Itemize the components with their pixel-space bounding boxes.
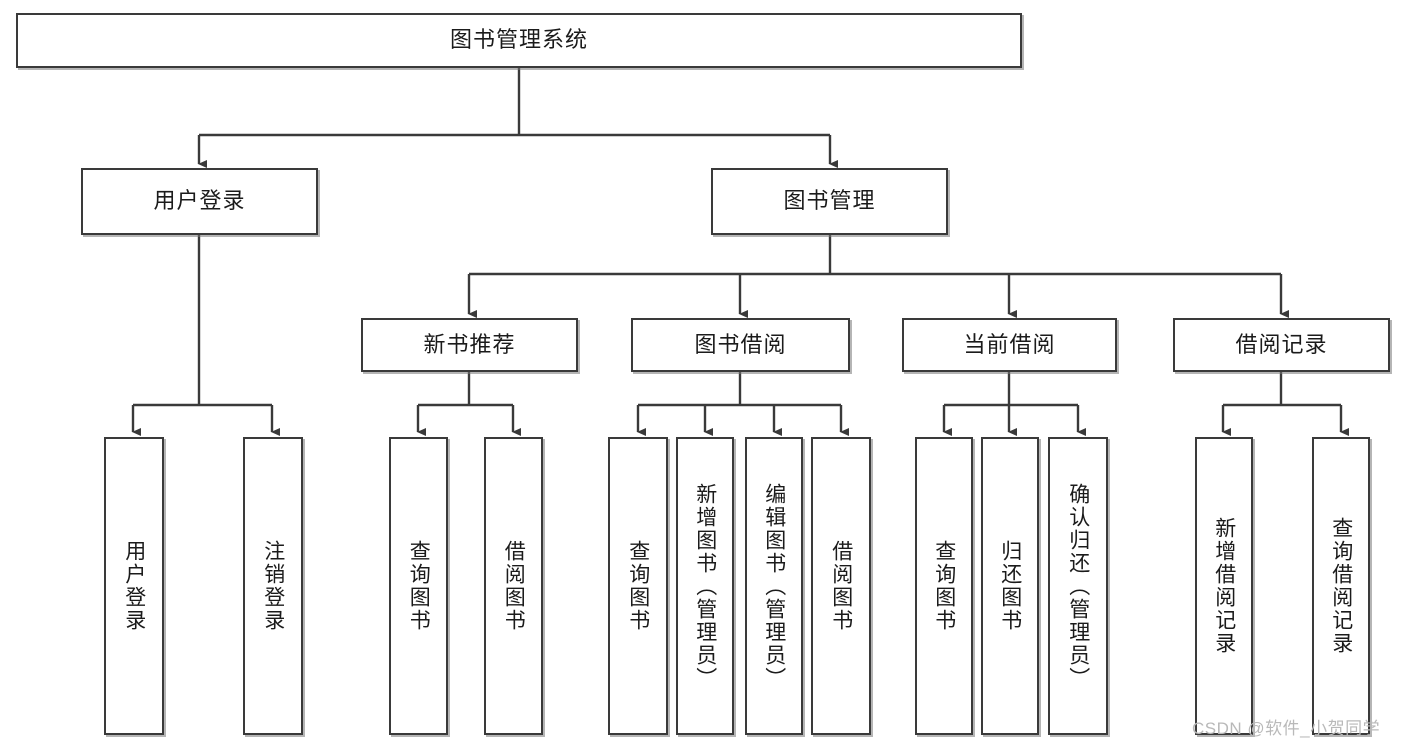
leaf-label: 查询借阅记录 — [1329, 517, 1353, 655]
leaf-label: 用户登录 — [122, 540, 146, 632]
node-new-book-recommend-label: 新书推荐 — [423, 331, 516, 357]
node-book-borrow[interactable]: 图书借阅 — [631, 318, 850, 372]
leaf-current-query-book[interactable]: 查询图书 — [915, 437, 973, 735]
leaf-label: 注销登录 — [261, 540, 285, 632]
leaf-label: 借阅图书 — [829, 540, 853, 632]
leaf-record-query-record[interactable]: 查询借阅记录 — [1312, 437, 1370, 735]
leaf-label: 查询图书 — [626, 540, 650, 632]
node-user-login-label: 用户登录 — [153, 188, 246, 214]
leaf-current-return-book[interactable]: 归还图书 — [981, 437, 1039, 735]
leaf-borrow-borrow-book[interactable]: 借阅图书 — [811, 437, 871, 735]
leaf-label: 确认归还（管理员） — [1066, 482, 1090, 690]
leaf-label: 查询图书 — [407, 540, 431, 632]
node-root[interactable]: 图书管理系统 — [16, 13, 1022, 68]
leaf-recommend-query-book[interactable]: 查询图书 — [389, 437, 448, 735]
leaf-label: 编辑图书（管理员） — [762, 482, 786, 690]
leaf-borrow-edit-book[interactable]: 编辑图书（管理员） — [745, 437, 803, 735]
node-borrow-record-label: 借阅记录 — [1235, 331, 1328, 357]
node-root-label: 图书管理系统 — [449, 27, 588, 53]
node-borrow-record[interactable]: 借阅记录 — [1173, 318, 1390, 372]
csdn-watermark: CSDN @软件_小贺同学 — [1192, 719, 1381, 738]
leaf-borrow-query-book[interactable]: 查询图书 — [608, 437, 668, 735]
leaf-label: 借阅图书 — [502, 540, 526, 632]
leaf-user-login-login[interactable]: 用户登录 — [104, 437, 164, 735]
leaf-record-add-record[interactable]: 新增借阅记录 — [1195, 437, 1253, 735]
node-current-borrow[interactable]: 当前借阅 — [902, 318, 1117, 372]
leaf-label: 新增图书（管理员） — [693, 482, 717, 690]
node-current-borrow-label: 当前借阅 — [963, 331, 1056, 357]
node-new-book-recommend[interactable]: 新书推荐 — [361, 318, 578, 372]
node-user-login[interactable]: 用户登录 — [81, 168, 318, 235]
leaf-recommend-borrow-book[interactable]: 借阅图书 — [484, 437, 543, 735]
node-book-management[interactable]: 图书管理 — [711, 168, 948, 235]
node-book-management-label: 图书管理 — [783, 188, 876, 214]
leaf-current-confirm-return[interactable]: 确认归还（管理员） — [1048, 437, 1108, 735]
leaf-label: 新增借阅记录 — [1212, 517, 1236, 655]
leaf-user-login-logout[interactable]: 注销登录 — [243, 437, 303, 735]
node-book-borrow-label: 图书借阅 — [694, 331, 787, 357]
leaf-label: 查询图书 — [932, 540, 956, 632]
leaf-label: 归还图书 — [998, 540, 1022, 632]
leaf-borrow-add-book[interactable]: 新增图书（管理员） — [676, 437, 734, 735]
